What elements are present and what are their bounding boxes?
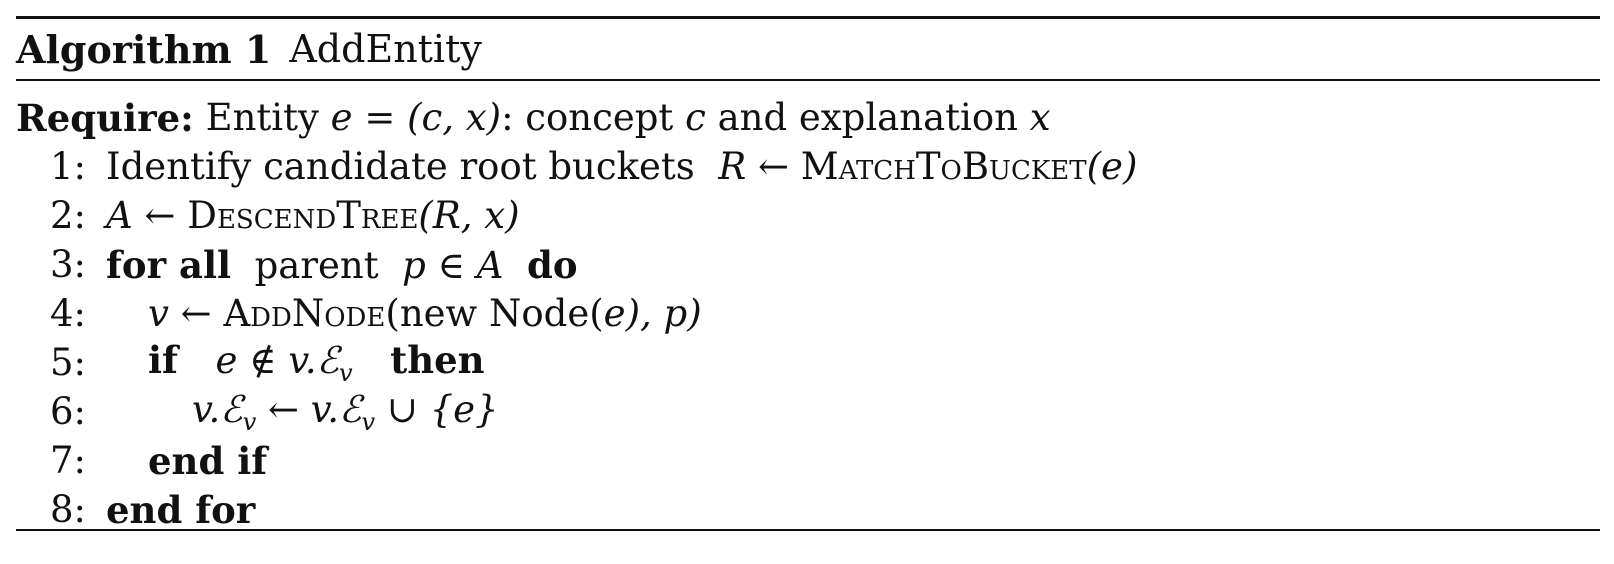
args-var: e bbox=[603, 292, 626, 335]
require-text-and: and explanation bbox=[717, 96, 1018, 139]
subscript: v bbox=[339, 359, 353, 387]
line-number: 7: bbox=[49, 439, 86, 482]
line-expression: p ∈ A bbox=[402, 243, 504, 287]
assign-arrow: ← bbox=[144, 194, 176, 237]
require-var-c: c bbox=[685, 96, 706, 139]
top-rule bbox=[16, 16, 1600, 19]
algorithm-title: AddEntity bbox=[289, 27, 482, 71]
algorithm-line-4: 4: v ← AddNode(new Node(e), p) bbox=[16, 289, 1600, 338]
entity-set-symbol: ℰ bbox=[339, 387, 362, 431]
union-expression: ∪ {e} bbox=[386, 387, 499, 431]
line-text: Identify candidate root buckets bbox=[106, 145, 695, 188]
algorithm-line-1: 1: Identify candidate root buckets R ← M… bbox=[16, 142, 1600, 191]
algorithm-header: Algorithm 1 AddEntity bbox=[16, 19, 1600, 79]
line-number: 1: bbox=[49, 145, 86, 188]
line-number: 8: bbox=[49, 488, 86, 531]
then-keyword: then bbox=[390, 338, 485, 382]
line-lhs: v bbox=[148, 292, 169, 335]
entity-set-symbol: ℰ bbox=[316, 339, 340, 382]
line-number: 4: bbox=[49, 292, 86, 335]
lhs-expression: v. bbox=[192, 387, 221, 431]
subscript: v bbox=[242, 407, 257, 436]
algorithm-label: Algorithm 1 bbox=[16, 26, 272, 72]
function-name: DescendTree bbox=[187, 194, 419, 237]
line-lhs: R bbox=[718, 145, 747, 188]
end-if-keyword: end if bbox=[148, 438, 268, 483]
args-close: ), p) bbox=[625, 292, 702, 335]
line-number: 2: bbox=[49, 194, 86, 237]
require-line: Require: Entity e = (c, x): concept c an… bbox=[16, 93, 1600, 142]
end-for-keyword: end for bbox=[106, 487, 256, 532]
line-number: 5: bbox=[49, 341, 86, 384]
algorithm-block: Algorithm 1 AddEntity Require: Entity e … bbox=[16, 16, 1600, 534]
require-keyword: Require: bbox=[16, 95, 194, 140]
assign-arrow: ← bbox=[180, 292, 212, 335]
header-rule bbox=[16, 79, 1600, 81]
function-args: (e) bbox=[1086, 145, 1138, 188]
require-formula: e = (c, x) bbox=[330, 96, 502, 139]
function-name: AddNode bbox=[223, 292, 386, 335]
for-keyword: for all bbox=[106, 242, 232, 287]
do-keyword: do bbox=[527, 242, 578, 287]
line-number: 3: bbox=[49, 243, 86, 286]
line-lhs: A bbox=[106, 194, 133, 237]
assign-arrow: ← bbox=[268, 387, 300, 431]
require-text-mid: : concept bbox=[501, 96, 674, 139]
algorithm-line-7: 7: end if bbox=[16, 436, 1600, 485]
algorithm-line-2: 2: A ← DescendTree(R, x) bbox=[16, 191, 1600, 240]
algorithm-line-8: 8: end for bbox=[16, 485, 1600, 534]
line-text: parent bbox=[254, 243, 379, 287]
algorithm-body: Require: Entity e = (c, x): concept c an… bbox=[16, 81, 1600, 534]
assign-arrow: ← bbox=[757, 145, 789, 188]
line-number: 6: bbox=[49, 390, 86, 433]
if-keyword: if bbox=[148, 338, 178, 382]
args-open: (new Node( bbox=[385, 292, 604, 335]
bottom-rule bbox=[16, 529, 1600, 531]
entity-set-symbol: ℰ bbox=[220, 387, 243, 431]
function-name: MatchToBucket bbox=[800, 145, 1087, 188]
require-var-x: x bbox=[1029, 96, 1051, 139]
condition-expression: e ∉ v. bbox=[215, 339, 317, 382]
subscript: v bbox=[361, 407, 376, 436]
function-args: (R, x) bbox=[418, 194, 520, 237]
rhs-expression: v. bbox=[310, 387, 340, 431]
require-text-prefix: Entity bbox=[205, 96, 319, 139]
algorithm-line-5: 5: if e ∉ v.ℰv then bbox=[16, 338, 1600, 387]
algorithm-line-6: 6: v.ℰv ← v.ℰv ∪ {e} bbox=[16, 387, 1600, 436]
algorithm-line-3: 3: for all parent p ∈ A do bbox=[16, 240, 1600, 289]
